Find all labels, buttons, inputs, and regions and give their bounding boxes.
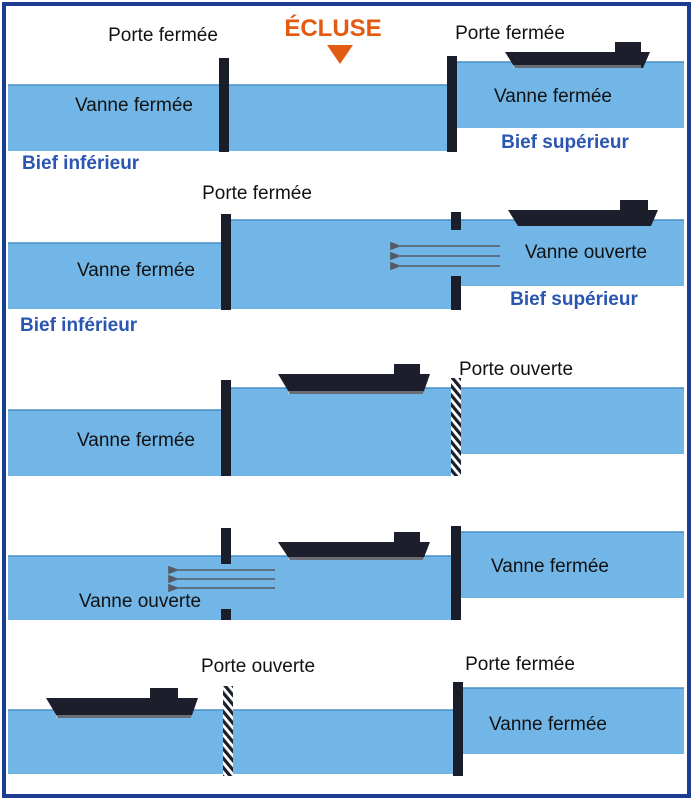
- water-lower-reach: [8, 410, 228, 476]
- label-vanne-fermee-left: Vanne fermée: [75, 95, 193, 116]
- gate-downstream: [219, 58, 229, 152]
- gate-upstream: [453, 682, 463, 776]
- boat: [505, 42, 650, 68]
- water-lower-reach: [8, 85, 224, 151]
- label-porte-ouverte: Porte ouverte: [201, 656, 315, 677]
- arrow-down-icon: [327, 45, 353, 64]
- water-upper-reach: [458, 220, 684, 286]
- label-bief-inferieur: Bief inférieur: [22, 153, 140, 174]
- gate-downstream-bottom: [221, 609, 231, 620]
- diagram-title: ÉCLUSE: [284, 14, 381, 42]
- label-vanne-ouverte: Vanne ouverte: [79, 591, 201, 612]
- label-bief-superieur: Bief supérieur: [501, 132, 629, 153]
- water-upper-reach: [456, 388, 684, 454]
- water-upper-reach: [456, 532, 684, 598]
- gate-downstream-top: [221, 528, 231, 564]
- water-upper-reach: [456, 688, 684, 754]
- panel-3: Porte ouverte Vanne fermée: [8, 359, 684, 476]
- gate-downstream: [221, 380, 231, 476]
- label-vanne-fermee: Vanne fermée: [77, 260, 195, 281]
- boat: [46, 688, 198, 718]
- label-vanne-fermee: Vanne fermée: [489, 714, 607, 735]
- water-lock-chamber: [228, 388, 456, 476]
- gate-upstream-top: [451, 212, 461, 230]
- label-porte-fermee: Porte fermée: [465, 654, 575, 675]
- gate-downstream-open: [223, 686, 233, 776]
- gate-upstream-bottom: [451, 276, 461, 310]
- label-porte-fermee-right: Porte fermée: [455, 23, 565, 44]
- label-vanne-fermee-right: Vanne fermée: [494, 86, 612, 107]
- boat: [278, 532, 430, 560]
- flow-arrows: [168, 565, 275, 593]
- label-vanne-fermee: Vanne fermée: [491, 556, 609, 577]
- gate-downstream: [221, 214, 231, 310]
- panel-5: Porte ouverte Porte fermée Vanne fermée: [8, 654, 684, 776]
- label-porte-fermee-left: Porte fermée: [108, 25, 218, 46]
- water-lower-reach: [8, 710, 228, 774]
- gate-upstream-open: [451, 378, 461, 476]
- label-porte-fermee: Porte fermée: [202, 183, 312, 204]
- water-lock-chamber: [228, 220, 458, 309]
- panel-2: Porte fermée Vanne fermée Vanne ouverte …: [8, 183, 684, 336]
- water-lock-chamber: [224, 85, 450, 151]
- label-bief-superieur: Bief supérieur: [510, 289, 638, 310]
- water-lock-chamber: [228, 710, 456, 774]
- flow-arrows: [390, 241, 500, 271]
- label-bief-inferieur: Bief inférieur: [20, 315, 138, 336]
- label-porte-ouverte: Porte ouverte: [459, 359, 573, 380]
- panel-1: ÉCLUSE Porte fermée Porte fermée Vanne f…: [8, 14, 684, 174]
- label-vanne-fermee: Vanne fermée: [77, 430, 195, 451]
- label-vanne-ouverte: Vanne ouverte: [525, 242, 647, 263]
- boat: [508, 200, 658, 226]
- boat: [278, 364, 430, 394]
- panel-4: Vanne ouverte Vanne fermée: [8, 526, 684, 620]
- gate-upstream: [451, 526, 461, 620]
- water-lower-reach: [8, 243, 228, 309]
- water-upper-reach: [450, 62, 684, 128]
- gate-upstream: [447, 56, 457, 152]
